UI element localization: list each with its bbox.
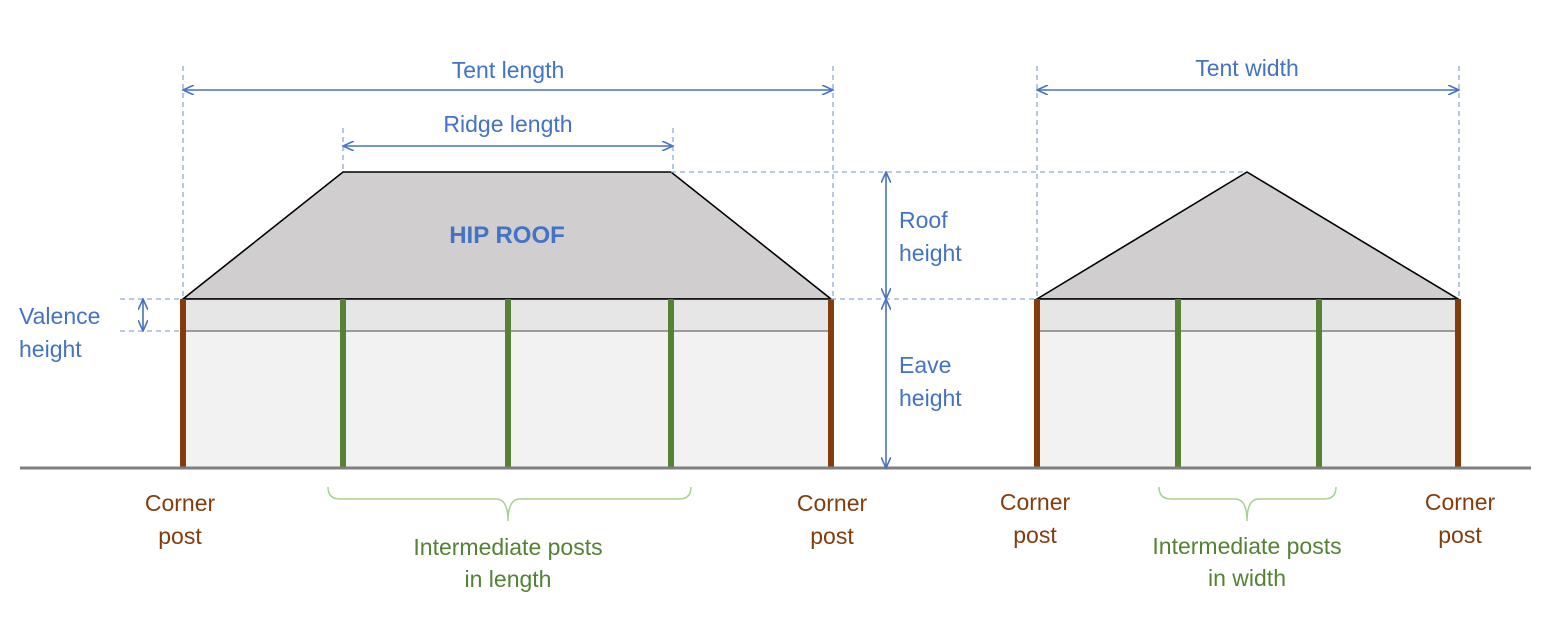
tent-width-label: Tent width [1195,55,1299,81]
corner-post-label-3-line2: post [1013,522,1057,548]
gable-roof-shape [1034,171,1461,300]
tent-length-label: Tent length [451,57,565,83]
eave-height-label-line2: height [899,385,962,411]
right-wall [1037,331,1458,468]
length-posts-brace [327,486,692,522]
corner-post-label-4-line1: Corner [1424,489,1496,515]
extension-lines [120,66,1460,332]
intermediate-width-label-line2: in width [1208,565,1286,591]
hip-roof-label: HIP ROOF [449,222,565,249]
valence-height-label-line2: height [19,336,82,362]
corner-post-label-2-line1: Corner [796,490,868,516]
eave-height-label-line1: Eave [899,352,952,378]
corner-post-label-1-line1: Corner [144,490,216,516]
width-posts-brace [1158,486,1337,522]
corner-post-label-1-line2: post [158,523,202,549]
corner-post-label-2-line2: post [810,523,854,549]
ridge-length-label: Ridge length [443,111,573,137]
roof-height-label-line2: height [899,240,962,266]
right-valence [1037,299,1458,331]
intermediate-length-label-line2: in length [464,566,552,592]
intermediate-length-label-line1: Intermediate posts [413,534,603,560]
corner-post-label-3-line1: Corner [999,489,1071,515]
roof-height-label-line1: Roof [899,207,948,233]
corner-post-label-4-line2: post [1438,522,1482,548]
valence-height-label-line1: Valence [19,303,101,329]
intermediate-width-label-line1: Intermediate posts [1152,533,1342,559]
